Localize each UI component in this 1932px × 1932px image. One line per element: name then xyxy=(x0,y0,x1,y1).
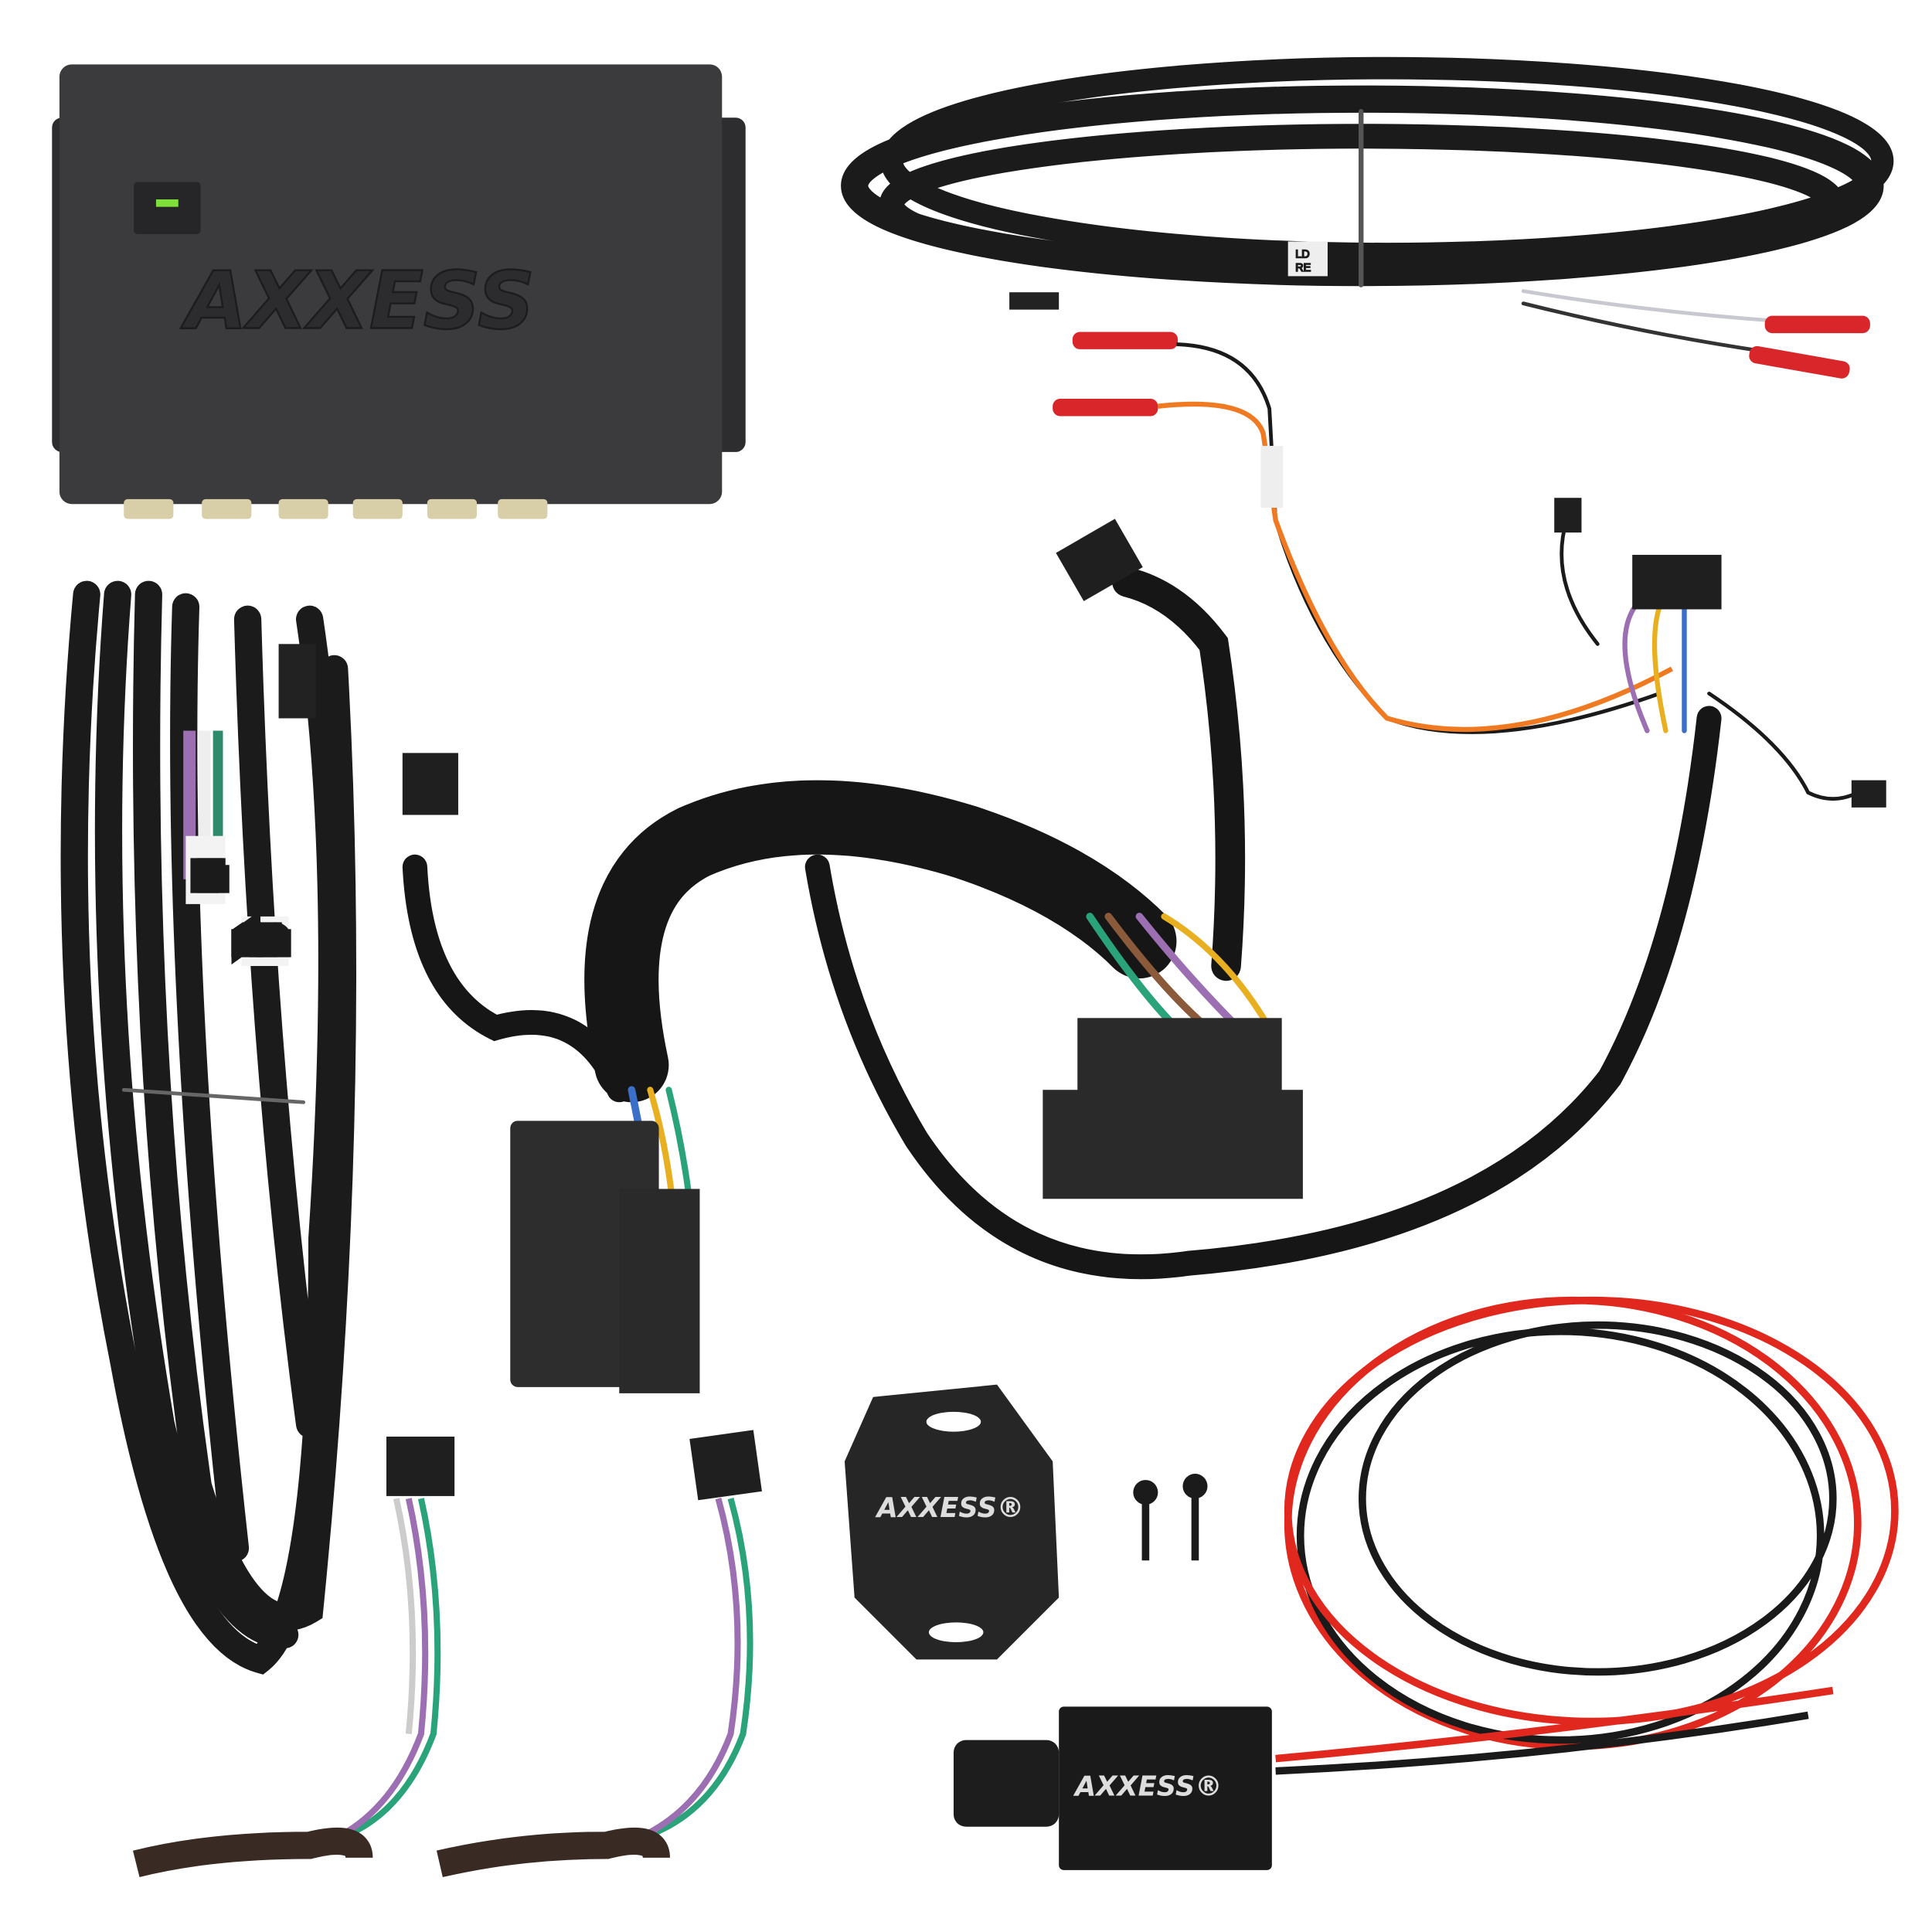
knob-icon xyxy=(953,1740,1060,1827)
speaker-adapter-right xyxy=(436,1430,762,1878)
speaker-adapter-left xyxy=(133,1436,455,1877)
harness-label-part: 1 OF 2 xyxy=(244,934,278,947)
connector xyxy=(1632,554,1722,610)
remote-logo: AXXESS® xyxy=(1073,1771,1222,1803)
mounting-bracket: AXXESS® xyxy=(844,1384,1060,1660)
main-harness xyxy=(402,498,1886,1393)
turn-on-lead xyxy=(1053,332,1673,734)
remote-level-knob: AXXESS® xyxy=(953,1706,1272,1870)
butt-connector xyxy=(1749,345,1850,379)
power-cable xyxy=(1275,1296,1899,1775)
extension-cable-left: FL 1 OF 2 xyxy=(60,580,356,1675)
extension-cable-top: LD RE xyxy=(841,56,1894,379)
dsp-module: AXXESS xyxy=(52,64,746,519)
butt-connector xyxy=(1764,315,1870,334)
cable-label-line1: LD xyxy=(1295,248,1309,260)
vehicle-connector xyxy=(1077,1018,1282,1095)
status-led-icon xyxy=(155,199,179,207)
cable-label-line2: RE xyxy=(1295,262,1311,274)
bracket-logo: AXXESS® xyxy=(875,1492,1024,1524)
screws xyxy=(1133,1474,1208,1561)
harness-label-fl: FL xyxy=(203,870,216,883)
led-window xyxy=(134,182,201,234)
module-logo: AXXESS xyxy=(180,256,535,348)
rca-jacks xyxy=(124,498,548,519)
